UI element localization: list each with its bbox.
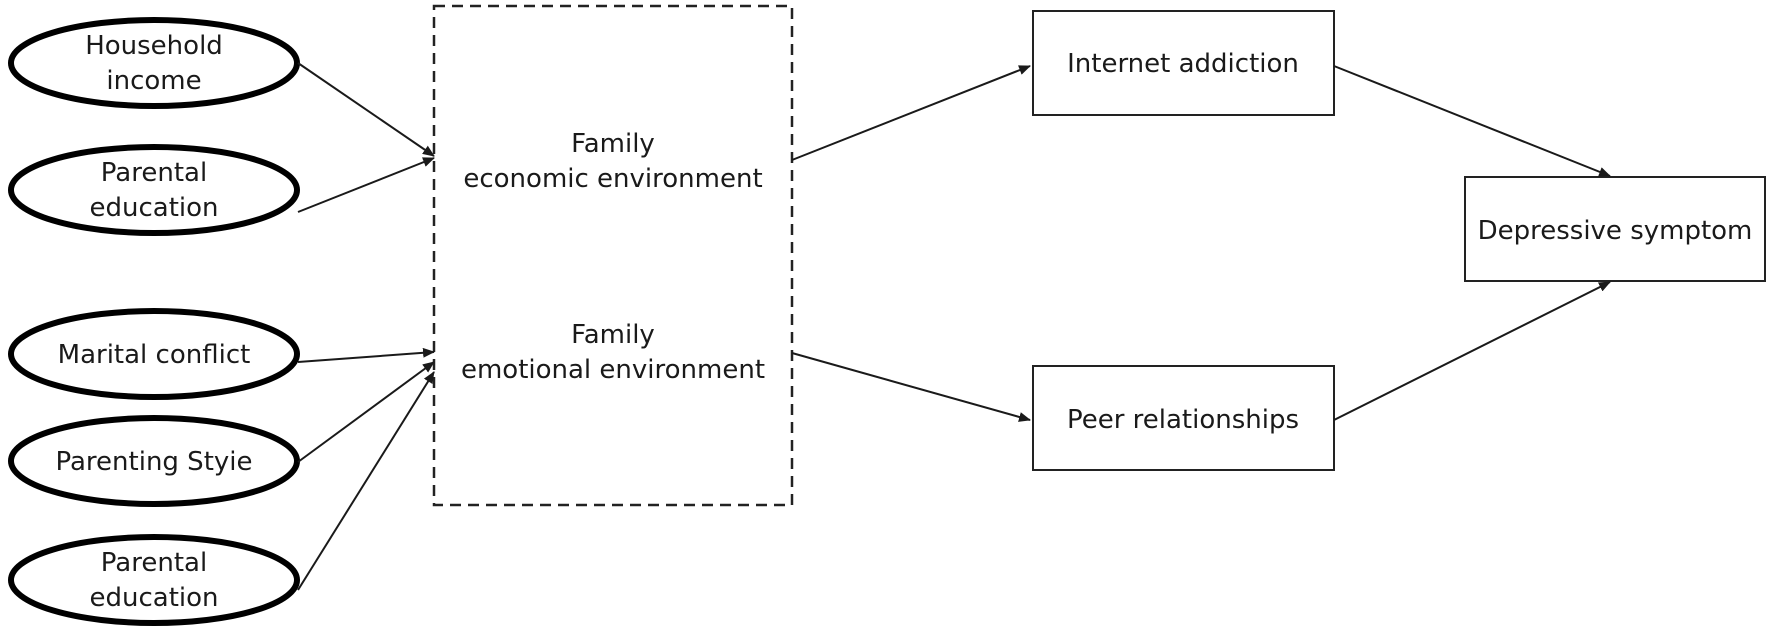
peer-relationships-label: Peer relationships <box>1067 405 1299 435</box>
edge-peer-relationships-to-depressive <box>1333 281 1611 421</box>
family-environment-group: Family economic environment Family emoti… <box>432 4 794 507</box>
edge-parenting-style-to-emotional <box>297 361 435 463</box>
edge-economic-to-internet-addiction <box>791 65 1031 161</box>
depressive-symptom-label: Depressive symptom <box>1478 216 1753 246</box>
node-label: Parenting Styie <box>55 447 252 477</box>
edge-parental-education-to-economic <box>297 157 435 213</box>
exogenous-node: Marital conflict <box>8 308 300 400</box>
exogenous-node: Parenting Styie <box>8 415 300 507</box>
node-label: Household <box>85 31 223 61</box>
exogenous-node: Parental education <box>8 534 300 626</box>
node-label: education <box>89 583 218 613</box>
exogenous-node: Parental education <box>8 144 300 236</box>
node-label: Parental <box>101 158 207 188</box>
node-label: income <box>106 66 201 96</box>
exogenous-node: Household income <box>8 17 300 109</box>
depressive-symptom-node: Depressive symptom <box>1464 176 1766 282</box>
internet-addiction-label: Internet addiction <box>1067 49 1299 79</box>
edge-internet-addiction-to-depressive <box>1333 65 1611 177</box>
family-emotional-label-line2: emotional environment <box>461 355 765 385</box>
edge-parental-education-to-emotional <box>297 371 435 591</box>
family-emotional-label-line1: Family <box>571 320 655 350</box>
node-label: Marital conflict <box>58 340 251 370</box>
edge-marital-conflict-to-emotional <box>297 347 435 363</box>
node-label: Parental <box>101 548 207 578</box>
family-economic-label-line1: Family <box>571 129 655 159</box>
edges <box>297 62 1611 591</box>
peer-relationships-node: Peer relationships <box>1032 365 1335 471</box>
internet-addiction-node: Internet addiction <box>1032 10 1335 116</box>
edge-emotional-to-peer-relationships <box>791 352 1031 422</box>
family-economic-label-line2: economic environment <box>463 164 762 194</box>
edge-household-income-to-economic <box>297 62 435 157</box>
node-label: education <box>89 193 218 223</box>
